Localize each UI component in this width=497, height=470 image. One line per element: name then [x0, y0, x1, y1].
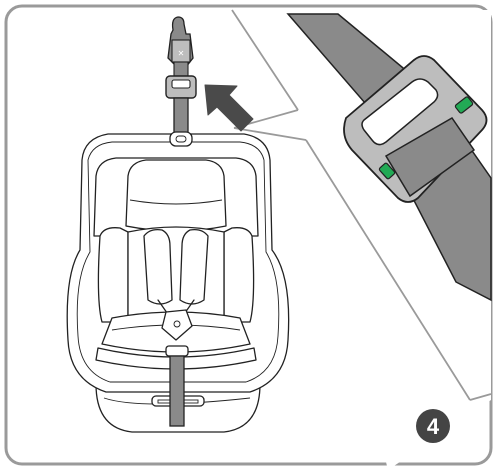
harness-adjuster-strap: [169, 355, 185, 427]
zoomed-adjuster-body: [343, 55, 488, 203]
child-car-seat: [66, 131, 290, 433]
shoulder-pad-right: [179, 228, 209, 305]
release-button-icon: [378, 162, 396, 180]
zoomed-tether-adjuster: [286, 13, 492, 302]
harness-buckle: [161, 309, 193, 341]
arrow-up-left-icon: [204, 84, 254, 132]
release-button-icon: [454, 96, 474, 114]
harness-adjuster-button: [165, 345, 189, 357]
backrest: [127, 226, 225, 321]
step-number: 4: [427, 414, 440, 439]
shoulder-pad-left: [143, 228, 173, 305]
zoomed-adjuster-slot: [361, 78, 439, 146]
headrest: [125, 159, 227, 232]
top-tether: ✕: [165, 16, 197, 143]
svg-text:✕: ✕: [178, 49, 185, 58]
step-badge: 4: [416, 409, 450, 443]
